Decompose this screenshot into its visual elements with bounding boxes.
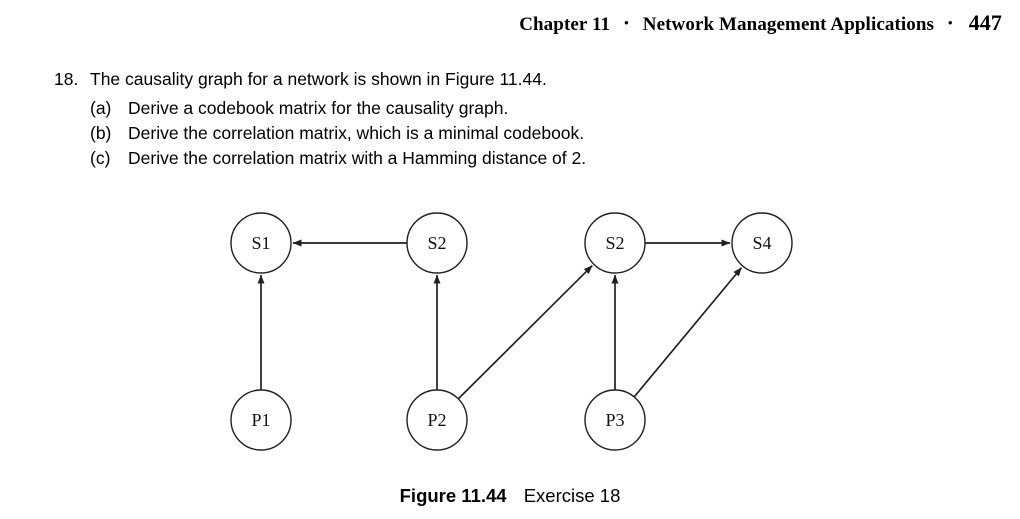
node-circle xyxy=(406,389,468,451)
node-circle xyxy=(406,212,468,274)
subitem-text-c: Derive the correlation matrix with a Ham… xyxy=(128,148,587,168)
exercise-stem-text: The causality graph for a network is sho… xyxy=(90,69,547,89)
subitem-text-a: Derive a codebook matrix for the causali… xyxy=(128,98,509,118)
running-head: Chapter 11 • Network Management Applicat… xyxy=(519,10,1002,36)
bullet-separator-icon: • xyxy=(624,15,629,30)
figure-caption-label: Figure 11.44 xyxy=(399,485,507,506)
exercise-number: 18. xyxy=(54,69,79,89)
bullet-separator-icon-2: • xyxy=(948,15,953,30)
exercise-stem-row: 18. The causality graph for a network is… xyxy=(54,66,914,92)
subitem-marker-b: (b) xyxy=(90,123,112,143)
graph-node-s4[interactable]: S4 xyxy=(731,212,793,274)
node-circle xyxy=(584,389,646,451)
graph-edge-p3-to-s4 xyxy=(633,267,743,398)
node-label: S2 xyxy=(427,233,446,253)
node-label: S2 xyxy=(605,233,624,253)
subitem-marker-a: (a) xyxy=(90,98,112,118)
graph-node-p3[interactable]: P3 xyxy=(584,389,646,451)
page-number: 447 xyxy=(968,10,1002,35)
graph-node-s2-right[interactable]: S2 xyxy=(584,212,646,274)
figure-caption-text: Exercise 18 xyxy=(523,485,621,506)
list-item: (b) Derive the correlation matrix, which… xyxy=(90,121,914,146)
node-circle xyxy=(731,212,793,274)
list-item: (a) Derive a codebook matrix for the cau… xyxy=(90,96,914,121)
running-head-chapter: Chapter 11 xyxy=(519,14,611,35)
subitem-text-b: Derive the correlation matrix, which is … xyxy=(128,123,585,143)
node-label: S4 xyxy=(752,233,771,253)
graph-edge-layer xyxy=(257,239,743,400)
node-circle xyxy=(230,389,292,451)
graph-node-s1[interactable]: S1 xyxy=(230,212,292,274)
figure-caption: Figure 11.44 Exercise 18 xyxy=(0,485,1020,507)
node-label: S1 xyxy=(251,233,270,253)
graph-node-p1[interactable]: P1 xyxy=(230,389,292,451)
graph-edge-p2-to-s2-right xyxy=(457,264,593,400)
running-head-title: Network Management Applications xyxy=(642,14,935,35)
node-label: P1 xyxy=(251,410,270,430)
exercise-block: 18. The causality graph for a network is… xyxy=(54,66,914,171)
node-label: P2 xyxy=(427,410,446,430)
graph-node-p2[interactable]: P2 xyxy=(406,389,468,451)
subitem-marker-c: (c) xyxy=(90,148,111,168)
exercise-subitem-list: (a) Derive a codebook matrix for the cau… xyxy=(54,96,914,171)
node-circle xyxy=(230,212,292,274)
list-item: (c) Derive the correlation matrix with a… xyxy=(90,146,914,171)
node-circle xyxy=(584,212,646,274)
node-label: P3 xyxy=(605,410,624,430)
graph-node-s2-left[interactable]: S2 xyxy=(406,212,468,274)
